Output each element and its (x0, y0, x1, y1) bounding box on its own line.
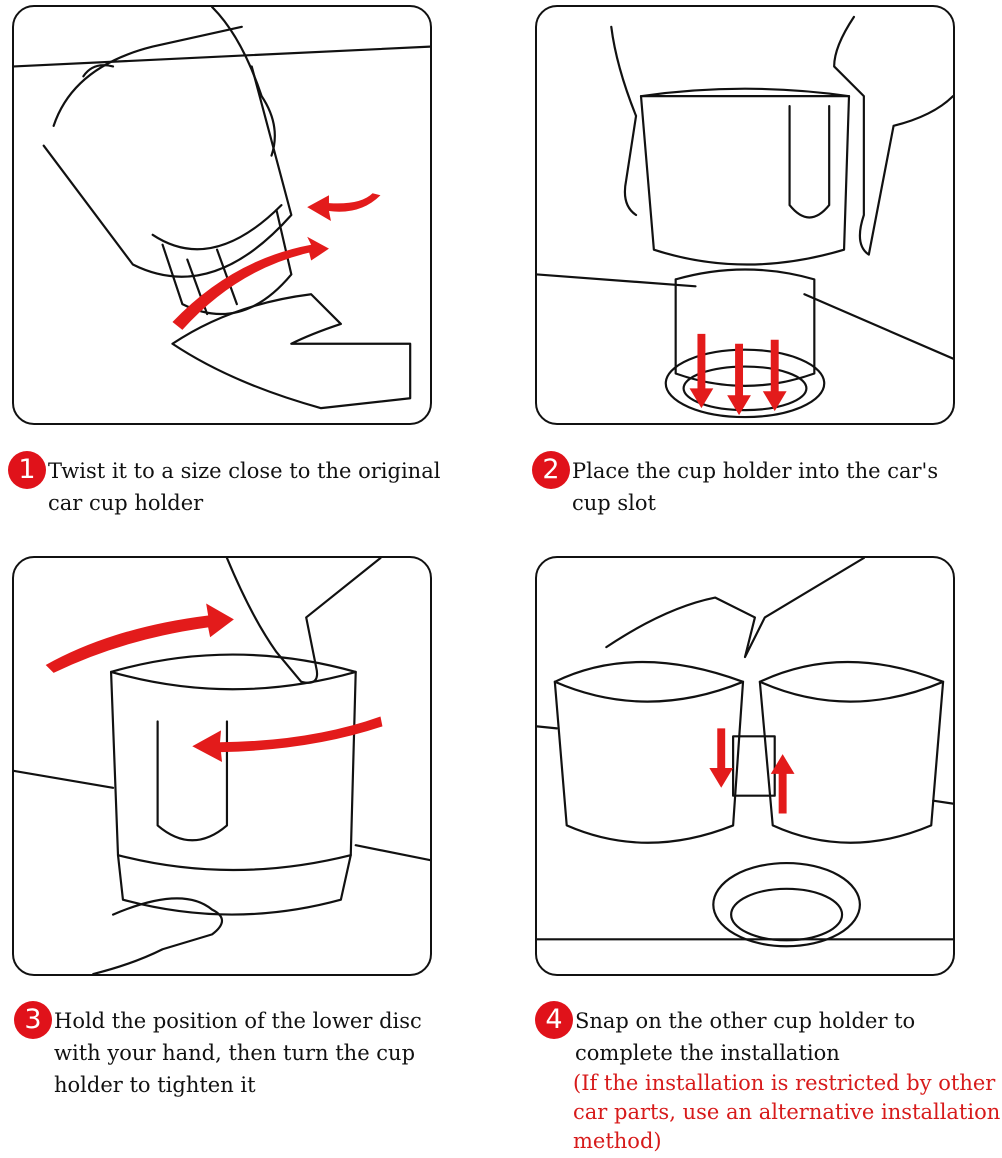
left-cup-outline (553, 660, 745, 844)
snap-on-drawing (537, 558, 953, 948)
console-edge (14, 769, 430, 862)
cup-rim (109, 670, 357, 691)
step-2-illustration (535, 5, 955, 425)
top-hand (225, 558, 382, 684)
cup-body-outline (639, 95, 851, 266)
left-hand (610, 25, 638, 217)
step-instruction: Snap on the other cup holder to complete… (575, 1009, 916, 1065)
step-number-badge: 3 (14, 1001, 52, 1039)
step-number-badge: 1 (8, 451, 46, 489)
right-hand (833, 15, 953, 256)
cup-body-outline (42, 65, 293, 278)
cup-rim-line (52, 25, 243, 127)
arrow-right-icon (172, 236, 329, 330)
cup-handle-slot (156, 720, 229, 842)
arrow-down-icon (727, 343, 751, 416)
step-4-illustration (535, 556, 955, 976)
console-edge (537, 725, 953, 941)
car-cup-slot-inner (730, 887, 844, 942)
step-1-illustration (12, 5, 432, 425)
twist-adjust-drawing (14, 7, 430, 410)
cup-handle-slot (788, 104, 831, 219)
arrow-down-icon (709, 728, 734, 788)
place-into-slot-drawing (537, 15, 953, 419)
bottom-hand (92, 897, 224, 974)
step-3: 3 Hold the position of the lower disc wi… (14, 1001, 454, 1101)
step-number-badge: 2 (532, 451, 570, 489)
hand (605, 558, 865, 659)
step-instruction: Twist it to a size close to the original… (48, 459, 441, 515)
lower-hand (171, 293, 412, 410)
step-note: (If the installation is restricted by ot… (573, 1071, 1001, 1153)
step-number-badge: 4 (535, 1001, 573, 1039)
right-cup-outline (758, 660, 945, 844)
right-cup-rim (758, 680, 945, 703)
console-edge (537, 273, 953, 360)
upper-hand (211, 7, 276, 157)
snap-arrows (709, 728, 795, 814)
arrow-left-icon (192, 716, 383, 763)
step-instruction: Place the cup holder into the car's cup … (572, 459, 939, 515)
left-cup-rim (553, 680, 745, 703)
lower-disc (116, 854, 352, 916)
step-3-illustration (12, 556, 432, 976)
cup-body-outline (109, 653, 357, 872)
car-cup-slot (664, 348, 826, 419)
step-2: 2 Place the cup holder into the car's cu… (532, 451, 972, 519)
base-expander (674, 268, 816, 387)
arrow-right-icon (45, 603, 234, 673)
tighten-drawing (14, 558, 430, 974)
step-4: 4 Snap on the other cup holder to comple… (535, 1001, 1002, 1156)
arrow-left-icon (307, 193, 381, 221)
down-arrows (689, 333, 787, 416)
arrow-down-icon (689, 333, 714, 409)
background-edge (14, 45, 430, 68)
cup-rim (639, 87, 851, 98)
car-cup-slot-inner (682, 365, 808, 412)
step-instruction: Hold the position of the lower disc with… (54, 1009, 422, 1097)
rotation-arrows (172, 193, 381, 330)
rotation-arrows (45, 603, 383, 763)
cup-base-ring (151, 204, 283, 251)
step-1: 1 Twist it to a size close to the origin… (8, 451, 448, 519)
car-cup-slot (712, 861, 861, 948)
arrow-down-icon (762, 339, 787, 412)
cup-handle (82, 64, 115, 78)
snap-connector (732, 735, 776, 797)
step-content: Snap on the other cup holder to complete… (573, 1005, 1002, 1156)
arrow-up-icon (770, 754, 795, 814)
